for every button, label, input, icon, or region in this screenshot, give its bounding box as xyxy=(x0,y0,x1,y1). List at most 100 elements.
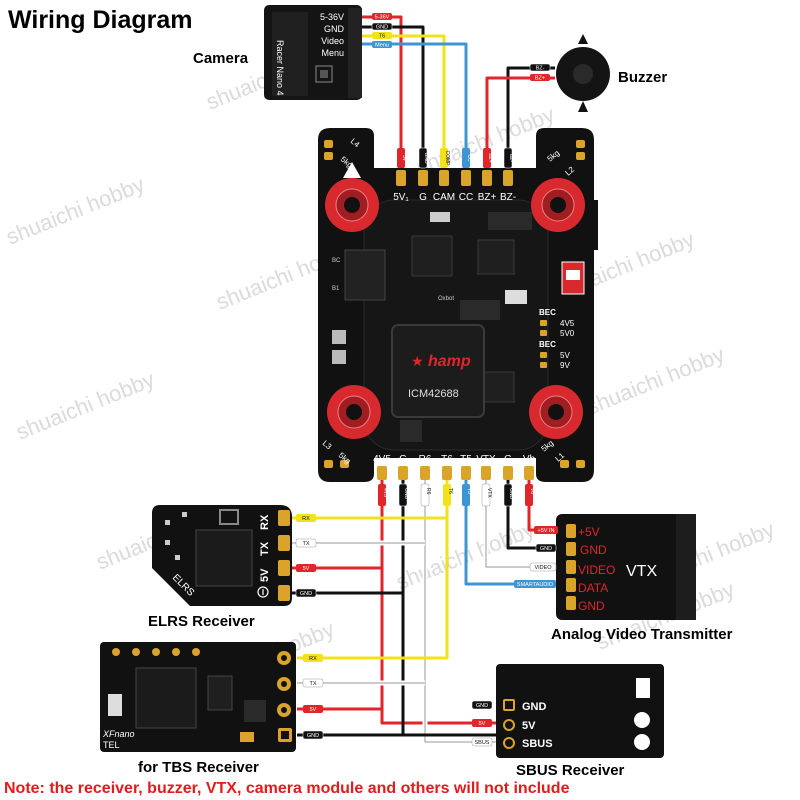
bec-label: BEC xyxy=(539,308,556,317)
tbs-board-sub: TEL xyxy=(103,740,120,750)
bottom-wire-tag: 4V5 xyxy=(382,488,388,497)
bec-label: BEC xyxy=(539,340,556,349)
sbus-pin-label: 5V xyxy=(522,720,536,732)
bottom-wire-tag: GND xyxy=(403,488,409,500)
sbus-pin-label: GND xyxy=(522,701,547,713)
elrs-wire-tag: 5V xyxy=(303,566,310,572)
elrs-pin-label: RX xyxy=(259,514,271,530)
top-pad-label: CAM xyxy=(433,192,455,203)
wire-4v5 xyxy=(380,478,496,725)
camera-pin-label: Video xyxy=(321,36,344,46)
vtx-wire-tag: +5V IN xyxy=(538,528,555,534)
sbus-pin-label: SBUS xyxy=(522,738,553,750)
ground-symbol-icon xyxy=(257,586,269,598)
buzzer: Buzzer BZ- BZ+ xyxy=(529,34,667,112)
camera-pin-label: GND xyxy=(324,24,345,34)
tbs-board-name: XFnano xyxy=(102,729,135,739)
bottom-wire-tag: T5 xyxy=(466,488,472,494)
wire-t6 xyxy=(297,478,449,660)
camera-module: 5-36V GND Video Menu Racer Nano 4 Camera… xyxy=(193,5,393,100)
top-pad-label: 5V₁ xyxy=(393,192,409,203)
tbs-wire-tag: RX xyxy=(309,656,317,662)
camera-model: Racer Nano 4 xyxy=(275,40,285,96)
wire-vtx-5v xyxy=(527,478,556,532)
direction-arrow-icon xyxy=(343,162,361,178)
sbus-label: SBUS Receiver xyxy=(516,762,625,779)
bottom-pad-label: VTX xyxy=(476,454,496,465)
sbus-wire-tag: SBUS xyxy=(475,740,490,746)
camera-wire-tag: T6 xyxy=(379,34,385,40)
mount-pad xyxy=(529,385,583,439)
camera-logo-icon xyxy=(315,65,333,83)
bottom-pad-label: T5 xyxy=(460,454,472,465)
tbs-wire-tag: TX xyxy=(309,681,316,687)
bottom-wire-tag: GND xyxy=(508,488,514,500)
top-pads: 5V₁ G CAM CC BZ+ BZ- 5V GND COMP CC BZ+ xyxy=(393,147,516,203)
tbs-wire-tag: 5V xyxy=(310,707,317,713)
sbus-wire-tag: GND xyxy=(476,703,488,709)
elrs-receiver: ELRS RX TX 5V RX TX 5V GND ELRS Receiver xyxy=(148,505,317,630)
sbus-receiver: GND 5V SBUS GND 5V SBUS SBUS Receiver xyxy=(471,664,664,779)
elrs-wire-tag: GND xyxy=(300,591,312,597)
elrs-wire-tag: RX xyxy=(302,516,310,522)
bottom-pad-label: R6 xyxy=(419,454,432,465)
bec-label: 5V xyxy=(560,351,570,360)
bec-label: 4V5 xyxy=(560,319,575,328)
bottom-wire-tag: T6 xyxy=(447,488,453,494)
bottom-pad-label: 4V5 xyxy=(373,454,391,465)
elrs-label: ELRS Receiver xyxy=(148,613,255,630)
vtx-pin-label: GND xyxy=(578,599,605,613)
vtx-pin-label: +5V xyxy=(578,525,600,539)
bottom-pads: 4V5 G R6 T6 T5 VTX G Vb xyxy=(373,454,536,507)
bottom-wire-tag: R6 xyxy=(425,488,431,495)
fc-logo-star-icon: ★ xyxy=(411,353,424,369)
bottom-wire-tag: VTX xyxy=(486,488,492,498)
wire-camera-menu xyxy=(362,42,468,168)
fc-small-text: BC xyxy=(332,258,341,264)
top-wire-tag: BZ- xyxy=(508,154,514,162)
camera-pin-label: 5-36V xyxy=(320,12,344,22)
fc-logo: hamp xyxy=(428,353,471,370)
top-pad-label: BZ- xyxy=(500,192,516,203)
tbs-wire-tag: GND xyxy=(307,733,319,739)
page-title: Wiring Diagram xyxy=(8,6,193,34)
camera-label: Camera xyxy=(193,50,249,67)
disclaimer-note: Note: the receiver, buzzer, VTX, camera … xyxy=(4,780,570,797)
bottom-pad-label: G xyxy=(399,454,407,465)
vtx-pin-label: GND xyxy=(580,543,607,557)
watermark: shuaichi hobby xyxy=(3,171,148,249)
vtx-pin-label: DATA xyxy=(578,581,608,595)
tbs-label: for TBS Receiver xyxy=(138,759,259,776)
gyro-chip-label: ICM42688 xyxy=(408,388,459,400)
bec-label: 5V0 xyxy=(560,329,575,338)
bottom-pad-label: Vb xyxy=(523,454,536,465)
top-wire-tag: 5V xyxy=(401,155,407,162)
top-wire-tag: BZ+ xyxy=(487,153,493,162)
vtx-wire-tag: GND xyxy=(540,546,552,552)
top-pad-label: BZ+ xyxy=(478,192,497,203)
buzzer-wire-tag: BZ+ xyxy=(535,76,545,82)
bec-label: 9V xyxy=(560,361,570,370)
flight-controller: L4 5kg L3 5kg L2 5kg L1 5kg 5V₁ G CAM xyxy=(318,128,598,507)
camera-pin-label: Menu xyxy=(321,48,344,58)
elrs-wire-tag: TX xyxy=(302,541,309,547)
elrs-pin-label: 5V xyxy=(259,568,271,582)
tbs-receiver: XFnano TEL RX TX 5V GND for TBS Receiver xyxy=(100,642,324,776)
vtx-wire-tag: SMARTAUDIO xyxy=(517,582,554,588)
elrs-pin-label: TX xyxy=(259,541,271,556)
sbus-wire-tag: 5V xyxy=(479,721,486,727)
top-wire-tag: CC xyxy=(466,154,472,162)
mount-pad xyxy=(327,385,381,439)
top-pad-label: G xyxy=(419,192,427,203)
camera-wire-tag: Menu xyxy=(375,43,389,49)
vtx-pin-label: VIDEO xyxy=(578,563,615,577)
bottom-wire-tag: Vb xyxy=(529,488,535,494)
vtx-module: +5V GND VIDEO DATA GND VTX +5V IN GND VI… xyxy=(514,514,733,643)
mount-pad xyxy=(325,178,379,232)
bottom-pad-label: G xyxy=(504,454,512,465)
fc-small-text: B1 xyxy=(332,286,340,292)
vtx-wire-tag: VIDEO xyxy=(534,565,552,571)
vtx-label: Analog Video Transmitter xyxy=(551,626,733,643)
bottom-pad-label: T6 xyxy=(441,454,453,465)
